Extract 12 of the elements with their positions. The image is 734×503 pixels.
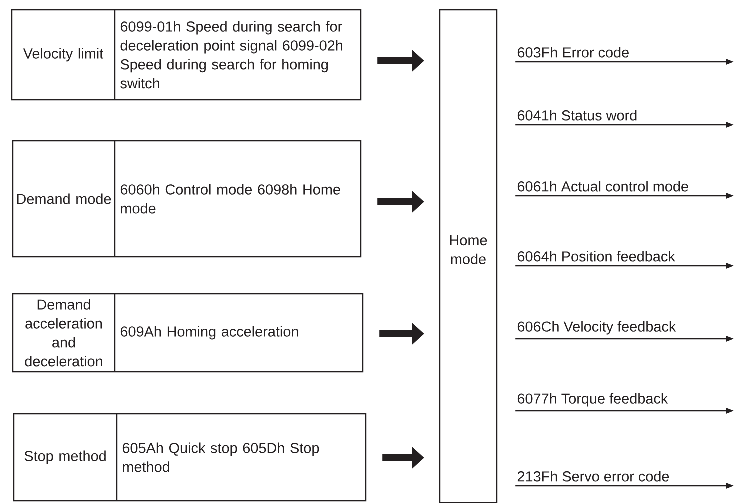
mode-box: Home mode xyxy=(439,9,498,503)
signal-label: 213Fh Servo error code xyxy=(518,471,670,482)
parameter-table-row: Velocity limit 6099-01h Speed during search for deceleration point signal 6099-02h Speed during search for homing switch xyxy=(11,9,362,101)
signal-label: 6077h Torque feedback xyxy=(518,393,668,407)
parameter-table-row: Demand mode 6060h Control mode 6098h Home mode xyxy=(12,140,362,258)
parameter-table-row: Demand acceleration and deceleration 609Ah Homing acceleration xyxy=(12,293,364,373)
signal-label: 6061h Actual control mode xyxy=(518,181,688,192)
signal-label: 6041h Status word xyxy=(518,110,637,121)
parameter-table-row: Stop method 605Ah Quick stop 605Dh Stop method xyxy=(13,413,367,502)
signal-label: 606Ch Velocity feedback xyxy=(518,321,676,335)
signal-label: 603Fh Error code xyxy=(518,47,629,58)
signal-label: 6064h Position feedback xyxy=(518,251,676,262)
